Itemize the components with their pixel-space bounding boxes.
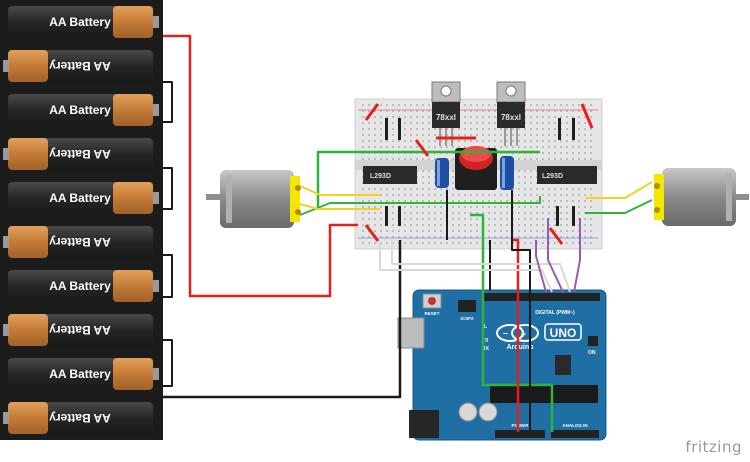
voltage-regulator-right: 78xxl: [496, 81, 526, 146]
wire-yellow-right: [586, 181, 653, 199]
battery-label: AA Battery: [49, 59, 111, 73]
battery-label: AA Battery: [49, 323, 111, 337]
analog-label: ANALOG IN: [562, 423, 587, 428]
battery-cell: AA Battery: [3, 50, 153, 82]
capacitor-right: [500, 156, 514, 190]
fritzing-watermark: fritzing: [685, 438, 742, 456]
battery-cell: AA Battery: [8, 358, 159, 390]
svg-text:+: +: [521, 329, 526, 339]
wire-white-2: [391, 238, 571, 293]
led-l-label: L: [484, 324, 487, 330]
wire-green-right-motor: [585, 199, 653, 214]
power-label: POWER: [511, 423, 529, 428]
analog-header: [551, 430, 599, 438]
battery-label: AA Battery: [49, 147, 111, 161]
wire-red-arduino: [513, 238, 520, 432]
led-on-label: ON: [588, 350, 596, 356]
dc-motor-left: [206, 170, 301, 228]
wire-white-1: [379, 238, 553, 293]
dc-motor-right: [654, 168, 749, 226]
wires: [163, 34, 653, 432]
wire-green-button: [470, 213, 554, 432]
regulator-right-label: 78xxl: [501, 113, 521, 122]
wire-yellow-left: [299, 185, 380, 196]
wire-green-top: [316, 150, 540, 210]
battery-cell: AA Battery: [3, 226, 153, 258]
power-header: [495, 430, 545, 438]
arduino-model: UNO: [550, 326, 577, 340]
battery-label: AA Battery: [49, 191, 111, 205]
capacitor-board-1: [458, 402, 478, 422]
digital-label: DIGITAL (PWM~): [535, 310, 575, 316]
battery-cell: AA Battery: [3, 402, 153, 434]
led-tx-label: TX: [482, 338, 489, 344]
icsp-header-2: [588, 336, 598, 346]
led-rx-label: RX: [482, 346, 490, 352]
usb-connector: [397, 317, 425, 349]
icsp-header: [458, 300, 476, 312]
capacitor-left: [435, 158, 449, 188]
svg-text:–: –: [503, 328, 508, 338]
battery-label: AA Battery: [49, 103, 111, 117]
power-jack: [409, 410, 439, 438]
battery-cell: AA Battery: [8, 94, 159, 126]
wire-purple-1: [547, 218, 564, 293]
battery-cell: AA Battery: [8, 270, 159, 302]
reset-label: RESET: [424, 311, 439, 316]
battery-cell: AA Battery: [3, 138, 153, 170]
arduino-uno-board: RESET ICSP2 DIGITAL (PWM~) – + Arduino U…: [397, 289, 607, 441]
ic-right-label: L293D: [542, 173, 563, 180]
wire-red-supply: [163, 34, 358, 298]
microcontroller-chip: [490, 385, 598, 403]
ic-left-label: L293D: [370, 173, 391, 180]
digital-header: [482, 293, 600, 301]
battery-label: AA Battery: [49, 367, 111, 381]
battery-cell: AA Battery: [3, 314, 153, 346]
wire-black-ground: [163, 240, 402, 399]
wire-yellow-left-2: [299, 203, 380, 210]
battery-label: AA Battery: [49, 15, 111, 29]
motor-driver-ic-right: L293D: [537, 166, 597, 184]
battery-label: AA Battery: [49, 279, 111, 293]
battery-pack: AA Battery AA Battery AA Battery AA Battery…: [3, 6, 159, 434]
battery-cell: AA Battery: [8, 182, 159, 214]
icsp-label: ICSP2: [460, 316, 474, 321]
battery-cell: AA Battery: [8, 6, 159, 38]
battery-label: AA Battery: [49, 235, 111, 249]
small-components: [385, 118, 575, 226]
arduino-logo-text: Arduino: [507, 344, 534, 351]
wire-purple-2: [573, 218, 581, 293]
battery-label: AA Battery: [49, 411, 111, 425]
motor-driver-ic-left: L293D: [363, 166, 417, 184]
regulator-left-label: 78xxl: [436, 113, 456, 122]
capacitor-board-2: [478, 402, 498, 422]
